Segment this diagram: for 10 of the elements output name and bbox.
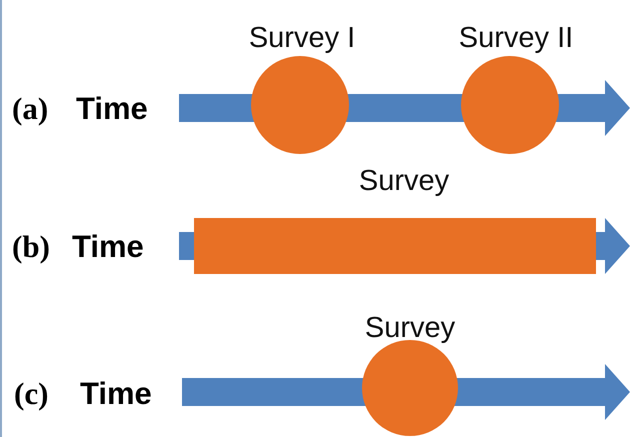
axis-label: Time xyxy=(80,377,152,411)
panel-letter: (a) xyxy=(12,92,48,126)
panel-letter: (c) xyxy=(14,377,48,411)
panel-letter: (b) xyxy=(12,230,50,264)
survey-label: Survey II xyxy=(458,22,574,54)
survey-label: Survey I xyxy=(248,22,356,54)
axis-label: Time xyxy=(76,92,148,126)
survey-label: Survey xyxy=(364,312,456,344)
survey-label: Survey xyxy=(358,165,450,197)
axis-label: Time xyxy=(72,230,144,264)
